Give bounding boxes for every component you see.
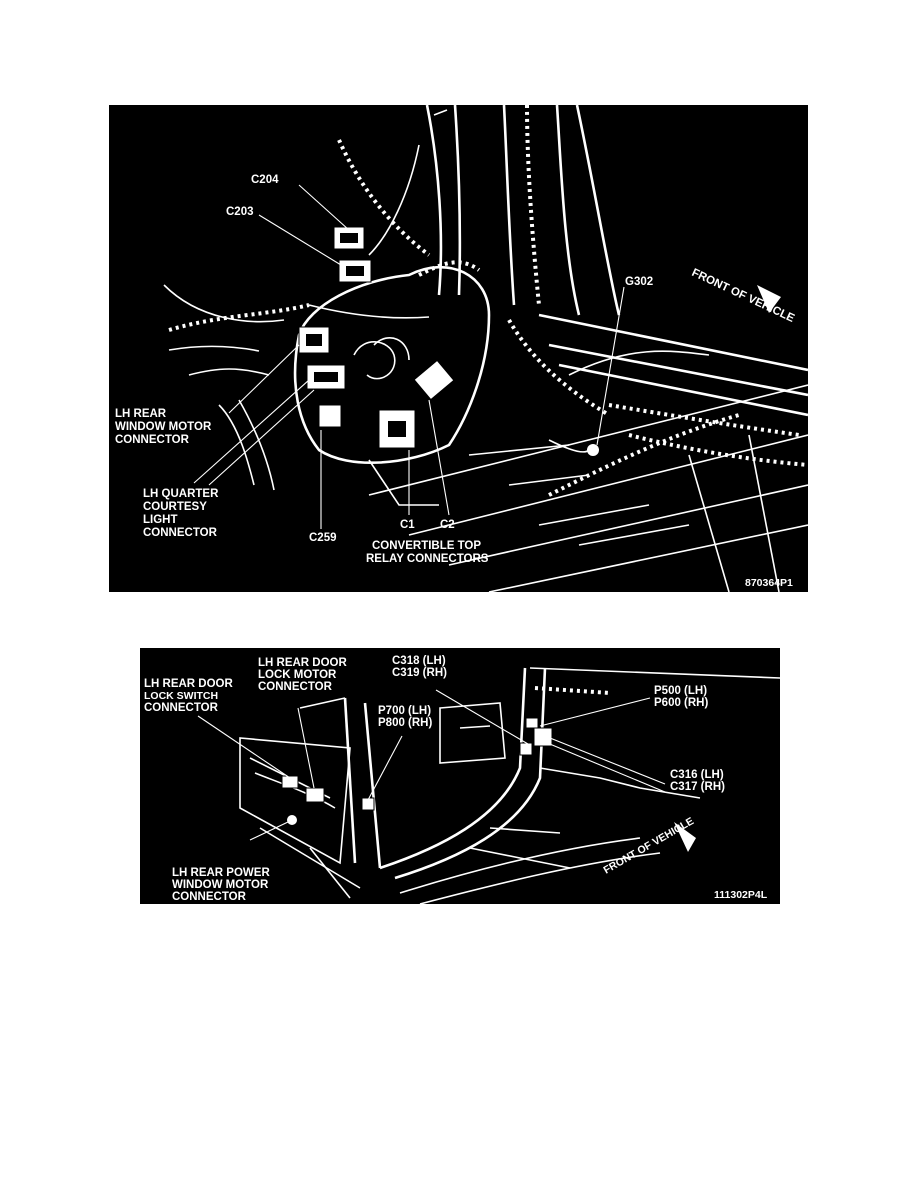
label-lock-motor-line-1: LH REAR DOOR [258,657,348,669]
label-lh-quarter-line-4: CONNECTOR [143,527,218,539]
c2-connector [413,359,455,401]
label-front-of-vehicle: FRONT OF VEHICLE [690,267,797,325]
top-diagram-panel: C204 C203 G302 FRONT OF VEHICLE LH REAR … [109,105,808,592]
g302-ground [587,444,599,456]
label-lock-switch-line-2: LOCK SWITCH [144,690,218,702]
label-front-of-vehicle-bottom: FRONT OF VEHICLE [602,815,696,876]
label-c318: C318 (LH) [392,655,446,667]
label-lock-switch-line-3: CONNECTOR [144,702,219,714]
label-lh-quarter-line-3: LIGHT [143,514,178,526]
power-window-connector [287,815,297,825]
label-lh-rear-window-line-3: CONNECTOR [115,434,190,446]
label-power-window-line-2: WINDOW MOTOR [172,879,269,891]
label-c2: C2 [440,519,455,531]
lock-motor-connector [305,787,325,803]
label-lh-quarter-line-1: LH QUARTER [143,488,219,500]
label-p500: P500 (LH) [654,685,707,697]
label-c319: C319 (RH) [392,667,447,679]
label-c316: C316 (LH) [670,769,724,781]
front-arrow-icon-bottom [674,822,696,852]
bottom-diagram-panel: LH REAR DOOR LOCK SWITCH CONNECTOR LH RE… [140,648,780,904]
label-c259: C259 [309,532,337,544]
label-lock-switch-line-1: LH REAR DOOR [144,678,234,690]
front-of-vehicle-text: FRONT OF VEHICLE [690,267,797,325]
label-p700: P700 (LH) [378,705,431,717]
lock-switch-connector [281,775,299,789]
figure-id-top: 870364P1 [745,577,793,589]
label-lh-rear-window-line-2: WINDOW MOTOR [115,421,212,433]
c318-connector [519,742,533,756]
label-p600: P600 (RH) [654,697,708,709]
label-lh-quarter-line-2: COURTESY [143,501,207,513]
bottom-diagram-art: LH REAR DOOR LOCK SWITCH CONNECTOR LH RE… [144,655,780,904]
label-convertible-top-line-2: RELAY CONNECTORS [366,553,489,565]
label-lock-motor-line-2: LOCK MOTOR [258,669,337,681]
top-diagram-art: C204 C203 G302 FRONT OF VEHICLE LH REAR … [115,105,808,592]
label-p800: P800 (RH) [378,717,432,729]
c259-connector [318,404,342,428]
label-g302: G302 [625,276,653,288]
front-arrow-icon [757,285,781,313]
p500-connector [525,717,539,729]
label-lock-motor-line-3: CONNECTOR [258,681,333,693]
label-c317: C317 (RH) [670,781,725,793]
label-power-window-line-3: CONNECTOR [172,891,247,903]
c316-connector [533,727,553,747]
p700-connector [361,797,375,811]
label-lh-rear-window-line-1: LH REAR [115,408,167,420]
figure-id-bottom: 111302P4L [714,889,768,901]
door-outline [239,737,351,865]
label-c204: C204 [251,174,279,186]
label-power-window-line-1: LH REAR POWER [172,867,270,879]
label-c1: C1 [400,519,415,531]
label-c203: C203 [226,206,254,218]
label-convertible-top-line-1: CONVERTIBLE TOP [372,540,481,552]
pillar-line [425,105,443,296]
